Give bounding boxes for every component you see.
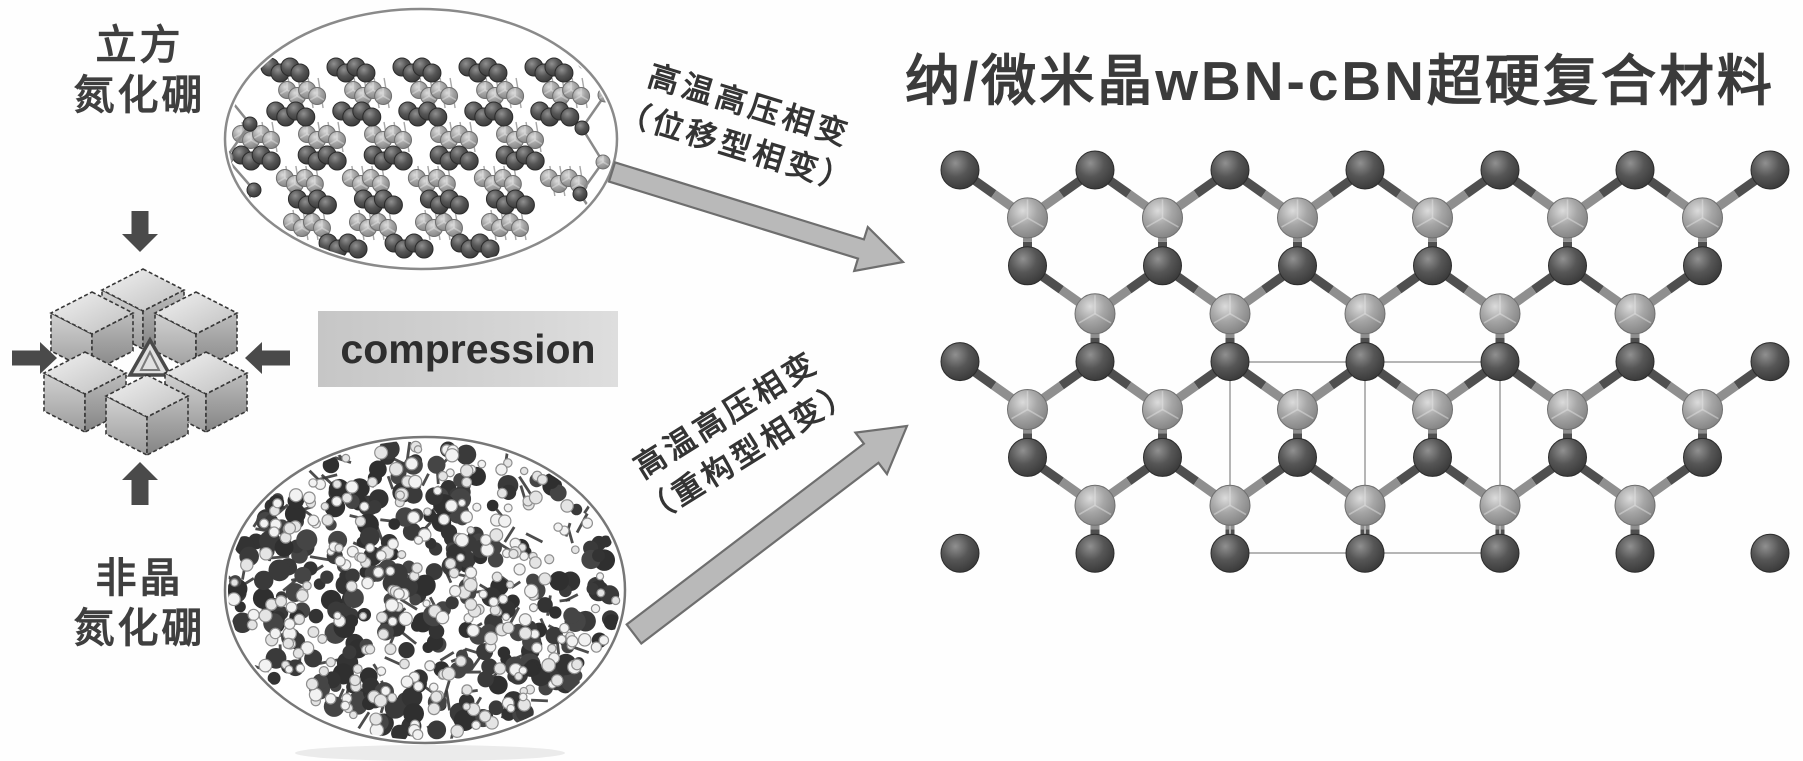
phase-transition-arrows (607, 161, 909, 646)
amorphous-bn-structure-oval (223, 435, 627, 745)
amorphous-bn-label-line1: 非晶 (95, 555, 184, 601)
amorphous-bn-label-line2: 氮化硼 (73, 605, 206, 652)
wbn-cbn-lattice (940, 150, 1790, 573)
oval-shadow (295, 745, 565, 761)
amorphous-bn-label: 非晶 氮化硼 (52, 553, 227, 653)
compression-label: compression (318, 311, 618, 387)
cubic-bn-structure-oval (223, 7, 619, 271)
cubic-bn-label-line2: 氮化硼 (73, 72, 206, 119)
composite-title: 纳/微米晶wBN-cBN超硬复合材料 (905, 50, 1775, 112)
compression-press-icon (12, 211, 290, 505)
transition-arrow-bottom (625, 424, 909, 646)
cubic-bn-label-line1: 立方 (95, 22, 184, 68)
lattice-atoms (940, 150, 1790, 573)
cubic-bn-label: 立方 氮化硼 (52, 20, 227, 120)
transition-arrow-top (607, 161, 906, 273)
